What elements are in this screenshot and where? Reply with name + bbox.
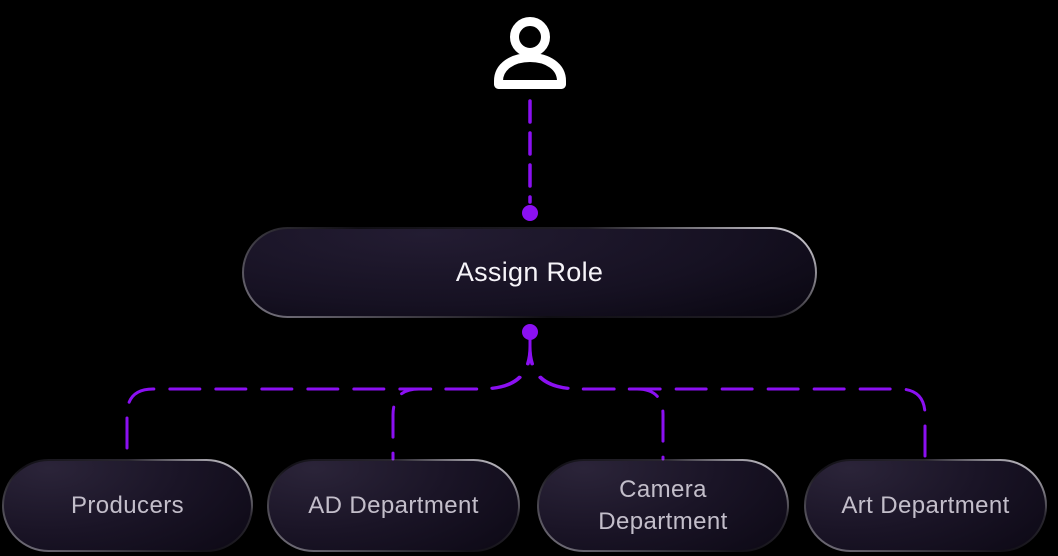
node-art-department[interactable]: Art Department — [804, 459, 1047, 552]
connector-to-camera — [528, 332, 665, 461]
person-icon — [494, 17, 566, 89]
connector-dot-top — [522, 205, 538, 221]
node-producers[interactable]: Producers — [2, 459, 253, 552]
node-assign-role-label: Assign Role — [455, 256, 604, 287]
node-camera-department-label: Camera Department — [598, 475, 728, 535]
connector-dot-bottom — [522, 324, 538, 340]
node-art-department-label: Art Department — [841, 491, 1010, 519]
connector-branches — [125, 332, 927, 461]
node-producers-label: Producers — [71, 491, 184, 519]
node-camera-department[interactable]: Camera Department — [537, 459, 789, 552]
node-ad-department[interactable]: AD Department — [267, 459, 520, 552]
node-assign-role[interactable]: Assign Role — [242, 227, 817, 318]
connector-to-ad — [391, 332, 532, 461]
connector-to-producers — [125, 332, 532, 461]
connector-to-art — [528, 332, 927, 461]
node-ad-department-label: AD Department — [308, 491, 479, 519]
